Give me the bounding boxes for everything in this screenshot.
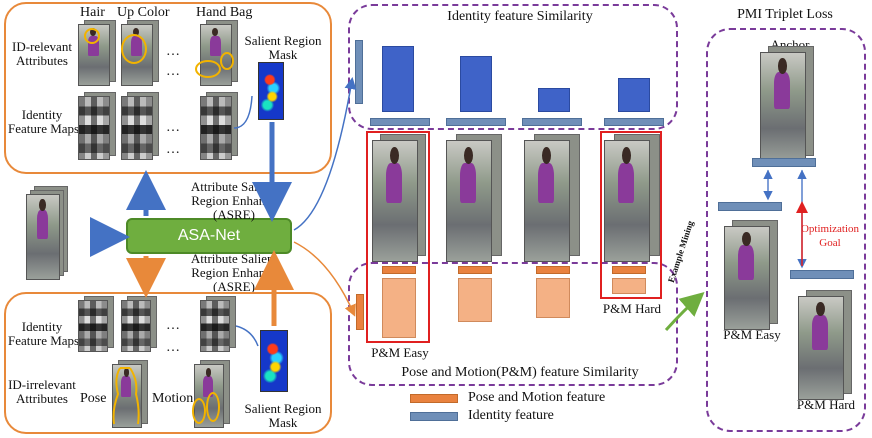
row-feature-maps-label: Identity Feature Maps — [8, 107, 80, 136]
bottom-ellipsis-1: … — [166, 318, 182, 333]
easy-feature-bar — [718, 202, 782, 211]
handbag-ellipse-1 — [195, 60, 221, 78]
triplet-title: PMI Triplet Loss — [737, 7, 833, 22]
pm-easy-triplet-image — [724, 226, 770, 330]
top-salient-mask-label: Salient Region Mask — [244, 33, 322, 62]
pm-easy-highlight — [366, 131, 430, 343]
top-feature-map-3 — [200, 96, 232, 160]
pm-sim-bar-1 — [382, 278, 416, 338]
upcolor-ellipse — [121, 34, 147, 64]
optimization-goal-label: Optimization Goal — [800, 223, 860, 249]
legend-identity-swatch — [410, 412, 458, 421]
pm-query-bar — [356, 294, 364, 330]
pm-feature-bar-1 — [382, 266, 416, 274]
col-upcolor-label: Up Color — [117, 5, 170, 20]
top-ellipsis-1: … — [166, 44, 182, 59]
legend-pm-label: Pose and Motion feature — [468, 390, 606, 405]
identity-similarity-title: Identity feature Similarity — [447, 9, 593, 24]
pm-feature-bar-4 — [612, 266, 646, 274]
bottom-feature-maps-label: Identity Feature Maps — [8, 319, 80, 348]
anchor-feature-bar — [752, 158, 816, 167]
pm-easy-label: P&M Easy — [371, 345, 429, 360]
top-feature-map-2 — [121, 96, 153, 160]
top-ellipsis-3: … — [166, 120, 182, 135]
identity-feature-bar-3 — [522, 118, 582, 126]
asre-bottom-label: Attribute Salient Region Enhance (ASRE) — [190, 251, 278, 294]
row-id-relevant-label: ID-relevant Attributes — [12, 39, 72, 68]
triplet-pm-hard-label: P&M Hard — [796, 397, 856, 412]
id-irrelevant-panel — [4, 292, 332, 434]
hair-ellipse — [84, 28, 100, 44]
top-ellipsis-2: … — [166, 64, 182, 79]
candidate-image-4 — [604, 140, 650, 262]
identity-sim-bar-4 — [618, 78, 650, 112]
col-handbag-label: Hand Bag — [196, 5, 253, 20]
row-id-irrelevant-label: ID-irrelevant Attributes — [8, 377, 76, 406]
pm-sim-bar-2 — [458, 278, 492, 322]
identity-query-bar — [355, 40, 363, 104]
identity-feature-bar-2 — [446, 118, 506, 126]
triplet-pm-easy-label: P&M Easy — [723, 327, 781, 342]
top-ellipsis-4: … — [166, 142, 182, 157]
motion-ellipse-2 — [206, 392, 220, 422]
col-hair-label: Hair — [80, 5, 105, 20]
pm-hard-highlight — [600, 131, 662, 299]
asa-net-block: ASA-Net — [126, 218, 292, 254]
pm-similarity-title: Pose and Motion(P&M) feature Similarity — [401, 365, 639, 380]
candidate-image-3 — [524, 140, 570, 262]
input-sequence-image — [26, 194, 60, 280]
candidate-image-2 — [446, 140, 492, 262]
motion-ellipse-1 — [192, 398, 206, 424]
identity-sim-bar-1 — [382, 46, 414, 112]
motion-label: Motion — [152, 391, 194, 406]
triplet-box — [706, 28, 866, 432]
bottom-salient-mask-label: Salient Region Mask — [244, 401, 322, 430]
asre-top-label: Attribute Salient Region Enhance (ASRE) — [190, 179, 278, 222]
pm-sim-bar-3 — [536, 278, 570, 318]
bottom-feature-map-2 — [121, 300, 151, 352]
bottom-salient-mask-heatmap — [260, 330, 288, 392]
example-mining-label: Example Mining — [665, 219, 696, 284]
identity-sim-bar-2 — [460, 56, 492, 112]
pm-hard-label: P&M Hard — [602, 301, 662, 316]
hard-feature-bar — [790, 270, 854, 279]
bottom-ellipsis-2: … — [166, 340, 182, 355]
pm-hard-triplet-image — [798, 296, 844, 400]
identity-feature-bar-1 — [370, 118, 430, 126]
legend-pm-swatch — [410, 394, 458, 403]
handbag-ellipse-2 — [220, 52, 234, 70]
pm-feature-bar-3 — [536, 266, 570, 274]
pose-attribute-image — [112, 364, 142, 428]
identity-sim-bar-3 — [538, 88, 570, 112]
top-salient-mask-heatmap — [258, 62, 284, 120]
pose-label: Pose — [80, 391, 107, 406]
pm-sim-bar-4 — [612, 278, 646, 294]
legend-identity-label: Identity feature — [468, 408, 554, 423]
identity-similarity-box — [348, 4, 678, 130]
bottom-feature-map-1 — [78, 300, 108, 352]
top-feature-map-1 — [78, 96, 110, 160]
bottom-feature-map-3 — [200, 300, 230, 352]
candidate-image-1 — [372, 140, 418, 262]
identity-feature-bar-4 — [604, 118, 664, 126]
pm-feature-bar-2 — [458, 266, 492, 274]
anchor-image — [760, 52, 806, 162]
